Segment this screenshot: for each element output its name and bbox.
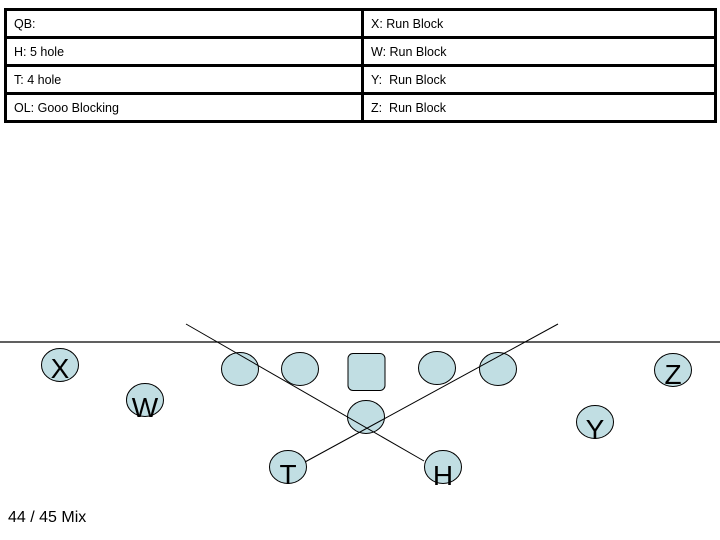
player-label-receiver-z: Z [664, 359, 681, 390]
player-shape-receiver-w [126, 383, 164, 417]
player-shape-right-tackle [479, 352, 517, 386]
player-shape-receiver-z [654, 353, 692, 387]
assignment-cell-y: Y: Run Block [361, 64, 717, 95]
player-shape-back-t [269, 450, 307, 484]
assignments-table: QB: X: Run Block H: 5 hole W: Run Block … [4, 8, 717, 123]
player-label-receiver-w: W [132, 392, 159, 423]
assignment-cell-z: Z: Run Block [361, 92, 717, 123]
play-title: 44 / 45 Mix [8, 509, 87, 526]
assignment-cell-w: W: Run Block [361, 36, 717, 67]
assignment-cell-x: X: Run Block [361, 8, 717, 39]
table-row: T: 4 hole Y: Run Block [4, 64, 717, 95]
player-shape-back-h [424, 450, 462, 484]
table-row: QB: X: Run Block [4, 8, 717, 39]
player-shape-center [347, 353, 386, 391]
assignment-cell-ol: OL: Gooo Blocking [4, 92, 364, 123]
player-label-receiver-y: Y [586, 414, 605, 445]
route-h-cross [185, 323, 425, 462]
player-label-back-h: H [433, 460, 453, 491]
assignment-cell-h: H: 5 hole [4, 36, 364, 67]
player-label-receiver-x: X [51, 353, 70, 384]
player-shape-left-tackle [221, 352, 259, 386]
player-shape-receiver-x [41, 348, 79, 382]
player-shape-receiver-y [576, 405, 614, 439]
assignment-cell-qb: QB: [4, 8, 364, 39]
player-shape-right-guard [418, 351, 456, 385]
route-t-cross [304, 323, 559, 463]
player-shape-left-guard [281, 352, 319, 386]
assignment-cell-t: T: 4 hole [4, 64, 364, 95]
player-label-back-t: T [279, 459, 296, 490]
table-row: H: 5 hole W: Run Block [4, 36, 717, 67]
table-row: OL: Gooo Blocking Z: Run Block [4, 92, 717, 123]
